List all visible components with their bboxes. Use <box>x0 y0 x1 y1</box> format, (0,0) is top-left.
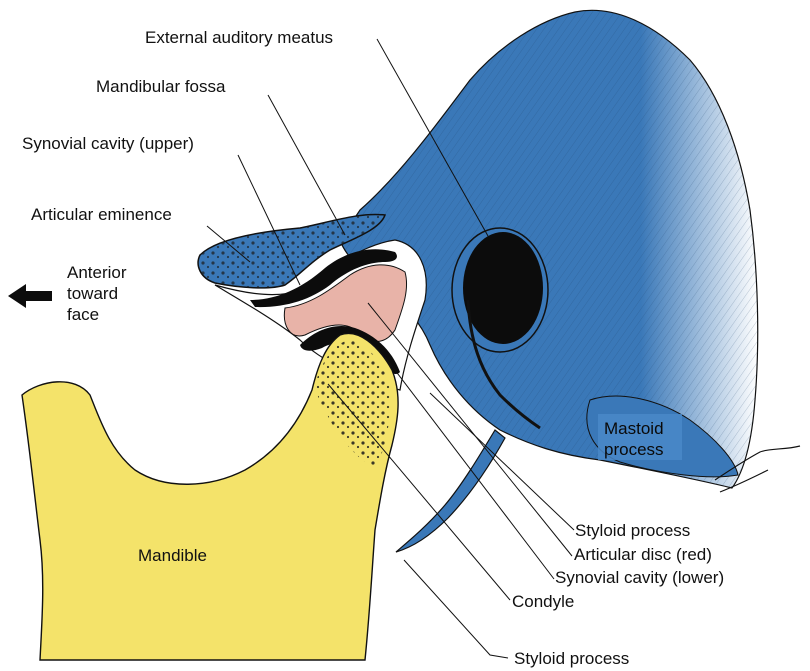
label-anterior-line-2: toward <box>67 283 127 304</box>
label-synovial-cavity-upper: Synovial cavity (upper) <box>22 134 194 154</box>
label-synovial-cavity-lower: Synovial cavity (lower) <box>555 568 724 588</box>
label-mandible: Mandible <box>138 546 207 566</box>
label-mastoid-process: Mastoid process <box>604 418 664 460</box>
label-external-auditory-meatus: External auditory meatus <box>145 28 333 48</box>
label-articular-eminence: Articular eminence <box>31 205 172 225</box>
label-anterior: Anterior toward face <box>67 262 127 325</box>
label-anterior-line-1: Anterior <box>67 262 127 283</box>
label-mandibular-fossa: Mandibular fossa <box>96 77 225 97</box>
label-styloid-process-2: Styloid process <box>514 649 629 669</box>
label-mastoid-line-1: Mastoid <box>604 418 664 439</box>
label-condyle: Condyle <box>512 592 574 612</box>
mandible-shape <box>22 333 398 660</box>
arrow-left-icon <box>8 284 52 308</box>
label-articular-disc: Articular disc (red) <box>574 545 712 565</box>
label-styloid-process-1: Styloid process <box>575 521 690 541</box>
label-mastoid-line-2: process <box>604 439 664 460</box>
label-anterior-line-3: face <box>67 304 127 325</box>
